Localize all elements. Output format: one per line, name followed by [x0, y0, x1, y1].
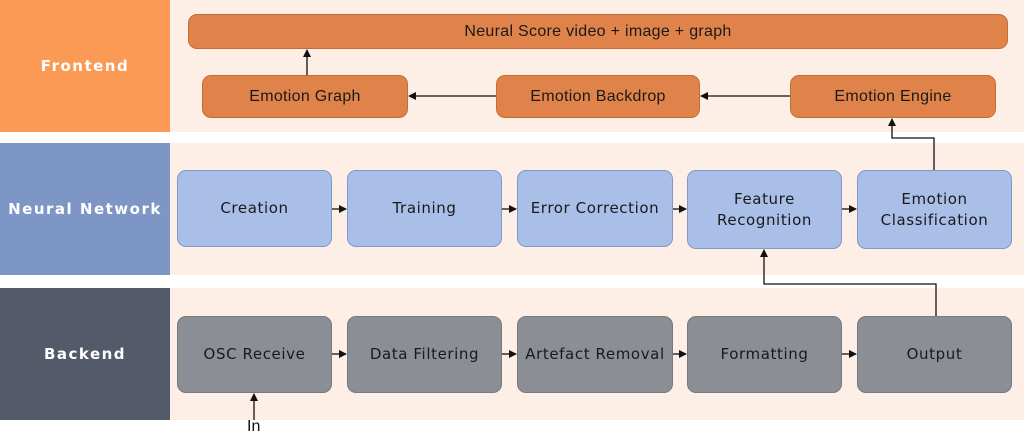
- emotion-engine-box: Emotion Engine: [790, 75, 996, 118]
- feature-recognition-box: Feature Recognition: [687, 170, 842, 249]
- formatting-box: Formatting: [687, 316, 842, 393]
- creation-box: Creation: [177, 170, 332, 247]
- feature-recognition-line-1: Feature: [734, 189, 795, 208]
- output-box: Output: [857, 316, 1012, 393]
- emotion-classification-line-1: Emotion: [901, 189, 968, 208]
- input-label: In: [247, 418, 261, 435]
- training-box: Training: [347, 170, 502, 247]
- emotion-backdrop-box: Emotion Backdrop: [496, 75, 700, 118]
- neural-score-output-box: Neural Score video + image + graph: [188, 14, 1008, 49]
- data-filtering-box: Data Filtering: [347, 316, 502, 393]
- neural-network-layer-label: Neural Network: [0, 143, 170, 275]
- osc-receive-box: OSC Receive: [177, 316, 332, 393]
- emotion-graph-box: Emotion Graph: [202, 75, 408, 118]
- emotion-classification-box: Emotion Classification: [857, 170, 1012, 249]
- frontend-layer-label: Frontend: [0, 0, 170, 132]
- emotion-classification-line-2: Classification: [880, 210, 989, 229]
- error-correction-box: Error Correction: [517, 170, 673, 247]
- feature-recognition-line-2: Recognition: [717, 210, 812, 229]
- artefact-removal-box: Artefact Removal: [517, 316, 673, 393]
- backend-layer-label: Backend: [0, 288, 170, 420]
